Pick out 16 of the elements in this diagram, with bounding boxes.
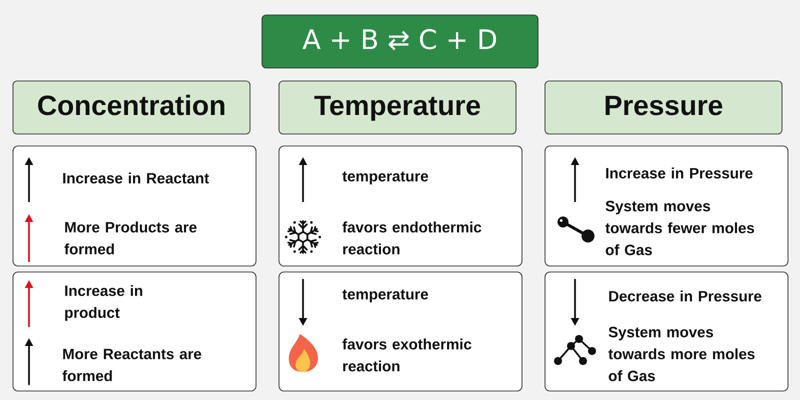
condition-text: Increase in Pressure	[606, 168, 753, 178]
condition-text: Increase in product	[65, 285, 142, 321]
header-box: Pressure	[544, 80, 782, 134]
title-box: A + B ⇄ C + D	[262, 14, 538, 68]
result-text: favors endothermic reaction	[342, 222, 482, 254]
result-text: More Products are formed	[64, 222, 197, 254]
header-box: Temperature	[278, 80, 516, 134]
condition-text: Decrease in Pressure	[609, 290, 762, 302]
header-box: Concentration	[12, 80, 250, 134]
result-text: System moves towards fewer moles of Gas	[605, 200, 754, 256]
condition-text: Increase in Reactant	[63, 172, 210, 184]
condition-text: temperature	[342, 290, 428, 302]
condition-text: temperature	[342, 172, 428, 184]
result-text: More Reactants are formed	[62, 348, 202, 382]
result-text: System moves towards more moles of Gas	[608, 326, 755, 382]
result-text: favors exothermic reaction	[342, 338, 472, 372]
